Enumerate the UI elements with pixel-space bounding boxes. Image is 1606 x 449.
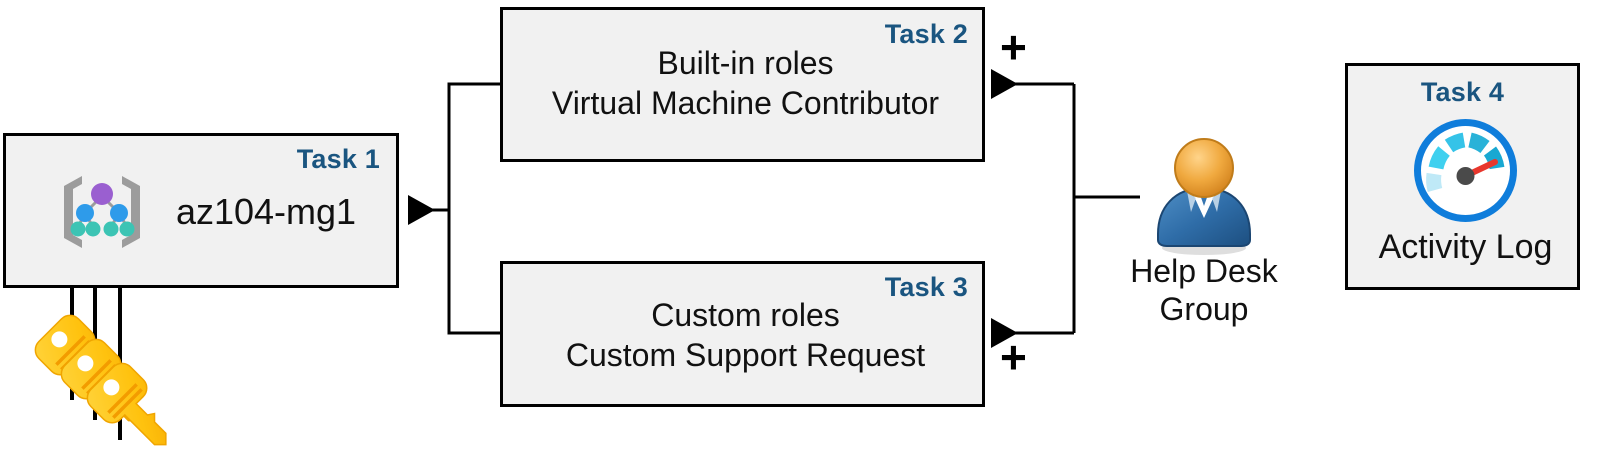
task-label-1: Task 1	[296, 144, 380, 174]
task3-text: Custom roles Custom Support Request	[565, 297, 926, 373]
management-group-icon	[64, 176, 140, 248]
plus-operator-bottom: +	[1000, 331, 1027, 383]
plus-operator-top: +	[1000, 21, 1027, 73]
task-label-2: Task 2	[884, 19, 968, 49]
task1-text: az104-mg1	[175, 191, 357, 232]
task-box-task3[interactable]: Task 3 Custom roles Custom Support Reque…	[500, 261, 985, 407]
task4-text: Activity Log	[1378, 228, 1553, 266]
keys-icon	[34, 314, 167, 446]
task-label-4: Task 4	[1420, 77, 1505, 107]
task-box-task1[interactable]: Task 1 az104-mg1	[3, 133, 399, 288]
task2-text: Built-in roles Virtual Machine Contribut…	[551, 45, 940, 121]
task-box-task4[interactable]: Task 4 Activity Log	[1345, 63, 1580, 290]
task-label-3: Task 3	[884, 272, 968, 302]
activity-log-gauge-icon	[1414, 119, 1517, 222]
task-box-task2[interactable]: Task 2 Built-in roles Virtual Machine Co…	[500, 7, 985, 162]
user-group-icon	[1157, 138, 1251, 255]
helpdesk-group-caption: Help Desk Group	[1130, 253, 1278, 327]
